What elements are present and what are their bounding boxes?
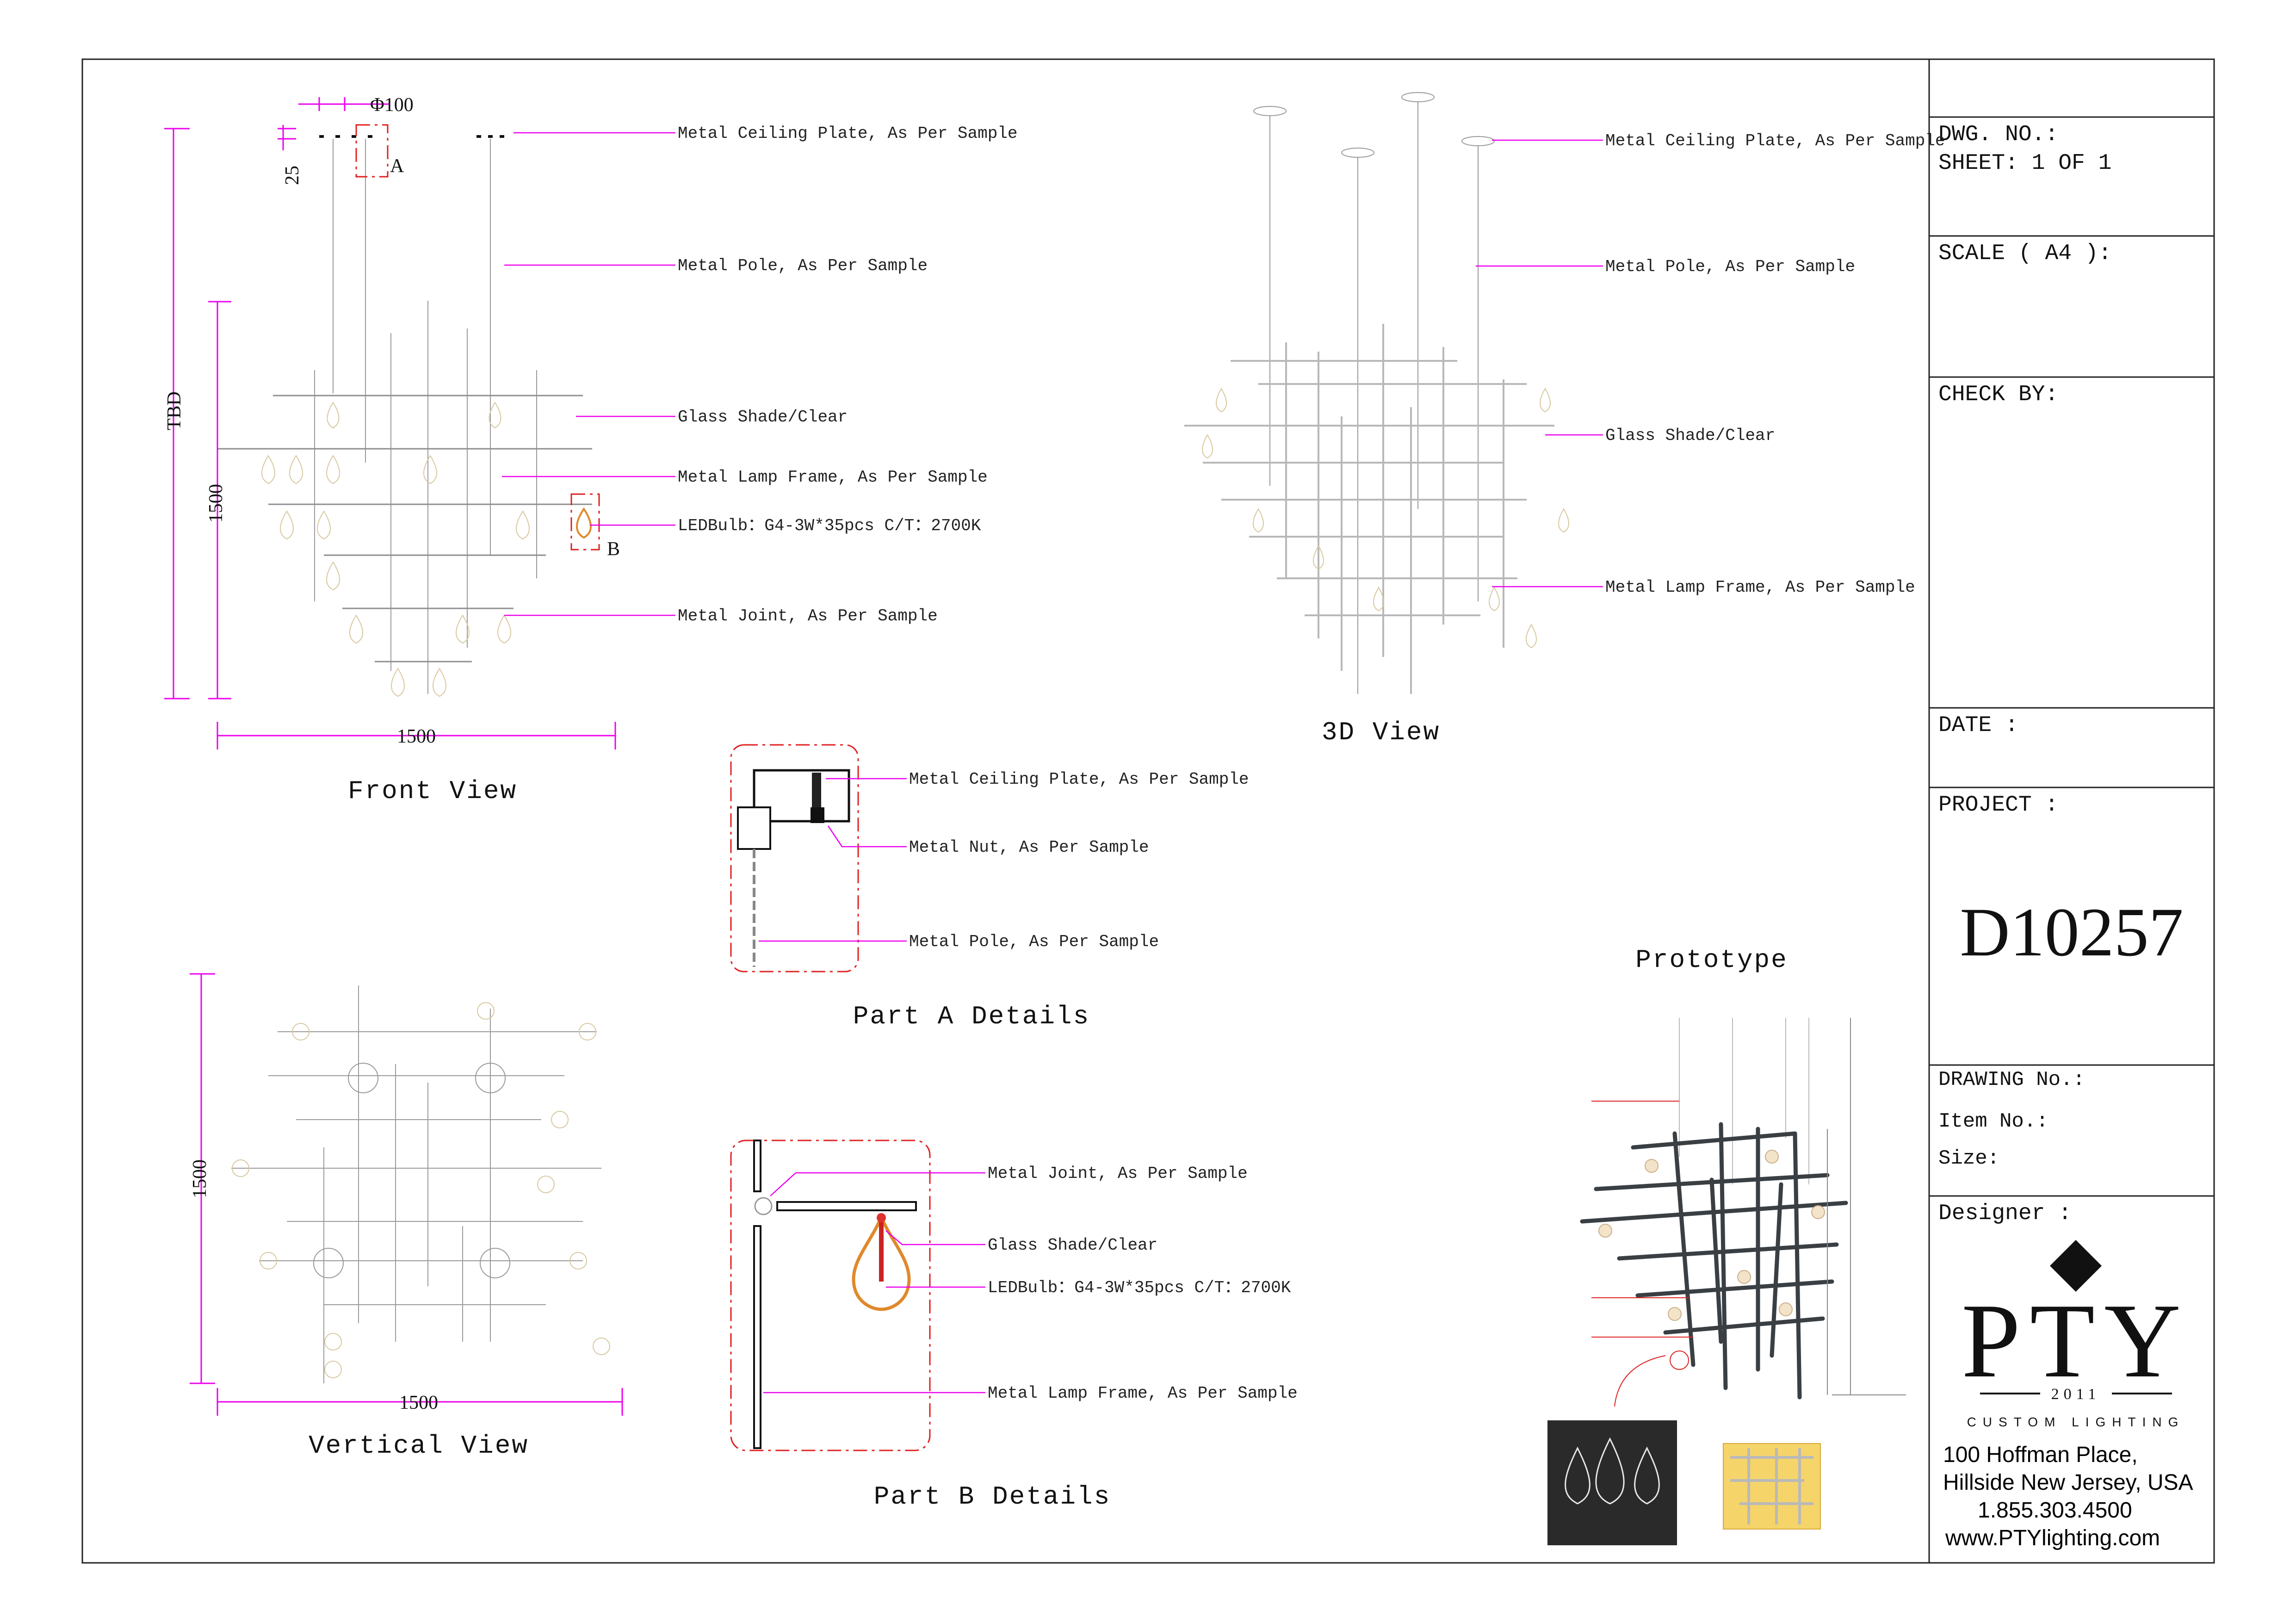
three-d-view-title: 3D View xyxy=(1322,718,1440,747)
three-d-callout-glass-shade: Glass Shade/Clear xyxy=(1605,426,1775,445)
title-block-rows xyxy=(1929,116,2214,1197)
part-b-lower-rod xyxy=(753,1225,761,1449)
address-line-1: 100 Hoffman Place, xyxy=(1943,1443,2138,1467)
three-d-ceiling-plates xyxy=(1253,92,1495,158)
part-a-callout-ceiling-plate: Metal Ceiling Plate, As Per Sample xyxy=(909,770,1249,789)
sheet-label: SHEET: 1 OF 1 xyxy=(1938,151,2111,176)
vertical-dimensions xyxy=(190,973,623,1416)
part-a-nut-icon xyxy=(811,807,824,823)
three-d-leaders xyxy=(1476,139,1603,588)
prototype-title: Prototype xyxy=(1635,945,1788,975)
front-view-drawing: A B Φ100 25 TBD 1500 1500 xyxy=(164,94,675,750)
prototype-image xyxy=(1547,1018,1906,1545)
front-view-title: Front View xyxy=(348,776,517,806)
part-b-callout-joint: Metal Joint, As Per Sample xyxy=(988,1164,1248,1183)
front-poles xyxy=(314,139,537,694)
detail-b-label: B xyxy=(607,539,620,560)
date-label: DATE : xyxy=(1938,713,2018,738)
detail-b-marker xyxy=(570,493,600,551)
part-b-title: Part B Details xyxy=(874,1482,1111,1511)
drawing-no-label: DRAWING No.: xyxy=(1938,1068,2085,1091)
prototype-top-plan-bars xyxy=(1730,1448,1813,1524)
dim-25: 25 xyxy=(282,166,303,185)
phone-number: 1.855.303.4500 xyxy=(1978,1498,2132,1523)
part-a-outline xyxy=(730,744,859,973)
logo-wordmark: PTY xyxy=(1962,1282,2191,1400)
vertical-frame-bars xyxy=(231,985,601,1383)
front-callout-ceiling-plate: Metal Ceiling Plate, As Per Sample xyxy=(678,124,1018,143)
dim-diameter: Φ100 xyxy=(370,94,414,116)
detail-a-label: A xyxy=(390,155,404,177)
three-d-view-drawing xyxy=(1184,92,1603,694)
three-d-frame-grid xyxy=(1184,324,1554,694)
prototype-annotations xyxy=(1591,1101,1693,1407)
vertical-view-title: Vertical View xyxy=(309,1431,529,1461)
designer-label: Designer : xyxy=(1938,1201,2072,1226)
part-b-detail xyxy=(730,1140,985,1451)
part-b-callout-lamp-frame: Metal Lamp Frame, As Per Sample xyxy=(988,1384,1298,1403)
prototype-frame-bars xyxy=(1580,1122,1848,1400)
prototype-poles xyxy=(1679,1018,1809,1184)
project-code: D10257 xyxy=(1960,894,2183,971)
dim-front-width: 1500 xyxy=(397,726,436,747)
vertical-ceiling-plates xyxy=(313,1063,510,1278)
part-a-title: Part A Details xyxy=(853,1002,1090,1031)
detail-a-marker xyxy=(355,124,389,178)
front-glass-shades xyxy=(261,402,530,697)
item-no-label: Item No.: xyxy=(1938,1110,2048,1133)
logo-year: 2011 xyxy=(2051,1386,2101,1403)
three-d-glass-shades xyxy=(1202,388,1569,649)
part-b-callout-glass-shade: Glass Shade/Clear xyxy=(988,1236,1157,1255)
part-b-outline xyxy=(730,1140,931,1451)
prototype-photo-shades xyxy=(1565,1437,1660,1505)
front-leaders xyxy=(502,132,675,616)
dim-vertical-width: 1500 xyxy=(399,1392,438,1413)
dim-front-height: 1500 xyxy=(205,484,227,523)
prototype-dimensions xyxy=(1827,1018,1906,1395)
logo-tagline: CUSTOM LIGHTING xyxy=(1967,1415,2185,1429)
drawing-border xyxy=(81,58,2215,1564)
dwg-no-label: DWG. NO.: xyxy=(1938,122,2058,147)
dim-tbd: TBD xyxy=(164,391,185,430)
size-label: Size: xyxy=(1938,1147,1999,1170)
vertical-view-drawing xyxy=(190,973,623,1416)
three-d-callout-ceiling-plate: Metal Ceiling Plate, As Per Sample xyxy=(1605,131,1945,150)
part-b-leaders xyxy=(763,1172,985,1394)
part-b-callout-led-bulb: LEDBulb：G4-3W*35pcs C/T：2700K xyxy=(988,1278,1291,1297)
front-frame-bars xyxy=(217,395,592,663)
vertical-glass-shades xyxy=(232,1002,610,1378)
detail-b-bulb-icon xyxy=(576,507,592,539)
front-callout-pole: Metal Pole, As Per Sample xyxy=(678,256,928,275)
project-label: PROJECT : xyxy=(1938,793,2058,818)
website-link: www.PTYlighting.com xyxy=(1945,1526,2160,1550)
part-a-leaders xyxy=(759,778,907,942)
part-a-callout-pole: Metal Pole, As Per Sample xyxy=(909,932,1159,951)
prototype-bulbs xyxy=(1598,1150,1825,1321)
front-dimensions xyxy=(164,97,616,750)
front-callout-glass-shade: Glass Shade/Clear xyxy=(678,408,848,427)
part-b-socket-icon xyxy=(877,1213,886,1222)
scale-label: SCALE ( A4 ): xyxy=(1938,241,2111,266)
front-callout-led-bulb: LEDBulb：G4-3W*35pcs C/T：2700K xyxy=(678,516,981,535)
check-by-label: CHECK BY: xyxy=(1938,382,2058,407)
prototype-photo-glass-shades xyxy=(1547,1420,1677,1545)
front-callout-joint: Metal Joint, As Per Sample xyxy=(678,607,938,626)
part-b-upper-rod xyxy=(753,1140,761,1192)
logo-diamond-icon xyxy=(2050,1240,2102,1292)
three-d-poles xyxy=(1269,102,1479,694)
address-line-2: Hillside New Jersey, USA xyxy=(1943,1470,2193,1495)
part-a-callout-nut: Metal Nut, As Per Sample xyxy=(909,838,1149,857)
dim-vertical-height: 1500 xyxy=(189,1159,210,1198)
three-d-callout-lamp-frame: Metal Lamp Frame, As Per Sample xyxy=(1605,578,1915,597)
front-callout-lamp-frame: Metal Lamp Frame, As Per Sample xyxy=(678,468,988,487)
part-a-detail xyxy=(730,744,907,973)
part-b-glass-shade-icon xyxy=(852,1212,911,1311)
part-a-canopy xyxy=(737,806,771,850)
three-d-callout-pole: Metal Pole, As Per Sample xyxy=(1605,257,1855,276)
part-b-cross-bar xyxy=(776,1201,917,1211)
part-b-joint xyxy=(754,1197,773,1215)
